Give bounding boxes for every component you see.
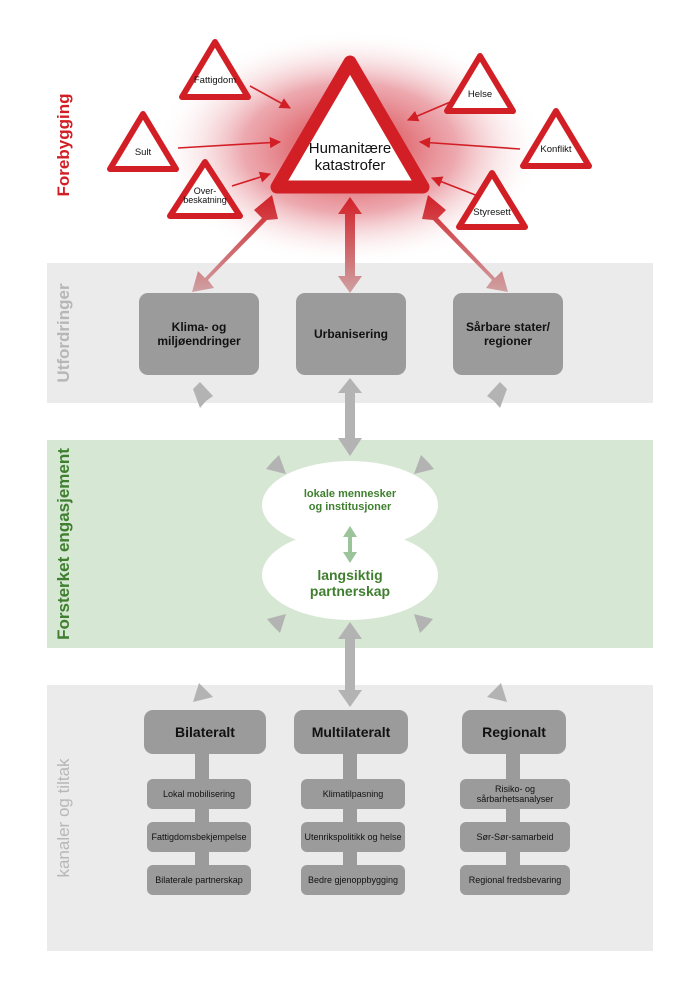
stem-multilateralt (343, 750, 357, 870)
item-regional-fredsbevaring-label: Regional fredsbevaring (468, 875, 562, 885)
arrow-local-partner (343, 526, 357, 563)
triangle-konflikt (520, 108, 592, 169)
item-regional-fredsbevaring: Regional fredsbevaring (460, 865, 570, 895)
stem-bilateralt (195, 750, 209, 870)
triangle-sult (107, 111, 179, 172)
risk-label-styresett: Styresett (473, 207, 511, 218)
arrow-sult (177, 137, 282, 149)
arrow-overbeskatning (231, 171, 272, 187)
challenge-urbanisering-label: Urbanisering (313, 327, 388, 341)
item-utenrikspolitikk-label: Utenrikspolitikk og helse (304, 832, 402, 842)
partner-line-1: langsiktig (317, 567, 383, 583)
challenge-sarbare: Sårbare stater/ regioner (453, 293, 563, 375)
overbeskatning-line-1: Over- (193, 186, 217, 196)
local-line-1: lokale mennesker (303, 488, 397, 500)
risk-label-fattigdom: Fattigdom (193, 75, 237, 86)
catastrophe-triangle (270, 55, 430, 194)
engagement-channel-arrows (193, 614, 507, 707)
channel-bilateralt-title: Bilateralt (175, 724, 235, 740)
arrow-cat-sarbare (422, 195, 508, 292)
item-bilaterale-partnerskap: Bilaterale partnerskap (147, 865, 251, 895)
item-lokal-mobilisering: Lokal mobilisering (147, 779, 251, 809)
channel-bilateralt: Bilateralt (144, 710, 266, 754)
band-label-channels: kanaler og tiltak (54, 758, 73, 878)
item-bedre-gjenoppbygging-label: Bedre gjenoppbygging (307, 875, 399, 885)
arrow-urban-engagement (338, 378, 362, 456)
arrow-fattigdom (249, 85, 291, 109)
local-line-2: og institusjoner (308, 500, 392, 513)
challenge-klima-line-2: miljøendringer (157, 334, 241, 348)
arrow-cat-klima (192, 195, 278, 292)
risk-label-helse: Helse (467, 89, 493, 100)
risk-label-overbeskatning: Over- beskatning (175, 186, 235, 206)
item-bilaterale-partnerskap-label: Bilaterale partnerskap (155, 875, 243, 885)
triangle-helse (444, 53, 516, 114)
challenge-klima-line-1: Klima- og (171, 320, 227, 334)
catastrophe-label: Humanitære katastrofer (290, 140, 410, 175)
arrow-sarbare-engagement (414, 382, 507, 474)
triangle-fattigdom (179, 39, 251, 100)
arrow-helse (406, 99, 456, 122)
item-lokal-mobilisering-label: Lokal mobilisering (162, 789, 236, 799)
triangle-overbeskatning (167, 159, 243, 219)
item-sor-sor-samarbeid: Sør-Sør-samarbeid (460, 822, 570, 852)
arrow-klima-engagement (193, 382, 286, 474)
challenge-sarbare-line-1: Sårbare stater/ (465, 320, 551, 334)
band-label-challenges: Utfordringer (54, 283, 73, 383)
channel-stems (195, 750, 520, 870)
local-people-text: lokale mennesker og institusjoner (270, 488, 430, 513)
risk-label-sult: Sult (134, 147, 152, 158)
item-klimatilpasning-label: Klimatilpasning (322, 789, 384, 799)
stem-regionalt (506, 750, 520, 870)
arrow-engagement-bilateralt (193, 614, 286, 702)
partner-line-2: partnerskap (309, 583, 391, 600)
arrow-konflikt (418, 137, 521, 150)
channel-multilateralt: Multilateralt (294, 710, 408, 754)
overbeskatning-line-2: beskatning (183, 195, 227, 206)
item-utenrikspolitikk: Utenrikspolitikk og helse (301, 822, 405, 852)
item-risiko-analyser: Risiko- og sårbarhetsanalyser (460, 779, 570, 809)
item-fattigdomsbekjempelse: Fattigdomsbekjempelse (147, 822, 251, 852)
challenge-klima: Klima- og miljøendringer (139, 293, 259, 375)
band-label-engagement: Forsterket engasjement (54, 448, 73, 640)
challenge-sarbare-line-2: regioner (483, 334, 532, 348)
item-fattigdomsbekjempelse-label: Fattigdomsbekjempelse (151, 832, 247, 842)
risk-arrows (177, 85, 521, 197)
band-label-top: Forebygging (54, 93, 73, 197)
channel-regionalt-title: Regionalt (482, 724, 546, 740)
channel-regionalt: Regionalt (462, 710, 566, 754)
item-risiko-line-2: sårbarhetsanalyser (476, 794, 554, 804)
catastrophe-arrows (192, 195, 508, 293)
arrow-engagement-regionalt (414, 614, 507, 702)
item-klimatilpasning: Klimatilpasning (301, 779, 405, 809)
catastrophe-line-2: katastrofer (314, 157, 386, 175)
arrow-cat-urban (338, 197, 362, 293)
engagement-ellipses (262, 461, 438, 620)
partnership-text: langsiktig partnerskap (270, 567, 430, 599)
risk-triangles (107, 39, 592, 230)
risk-label-konflikt: Konflikt (540, 144, 572, 155)
channel-multilateralt-title: Multilateralt (311, 724, 391, 740)
challenge-urbanisering: Urbanisering (296, 293, 406, 375)
item-sor-sor-samarbeid-label: Sør-Sør-samarbeid (476, 832, 554, 842)
arrow-styresett (430, 176, 479, 197)
item-bedre-gjenoppbygging: Bedre gjenoppbygging (301, 865, 405, 895)
triangle-styresett (456, 170, 528, 230)
challenge-engagement-arrows (193, 378, 507, 474)
arrow-engagement-multilateralt (338, 622, 362, 707)
catastrophe-line-1: Humanitære (308, 140, 392, 157)
item-risiko-line-1: Risiko- og (494, 783, 535, 794)
